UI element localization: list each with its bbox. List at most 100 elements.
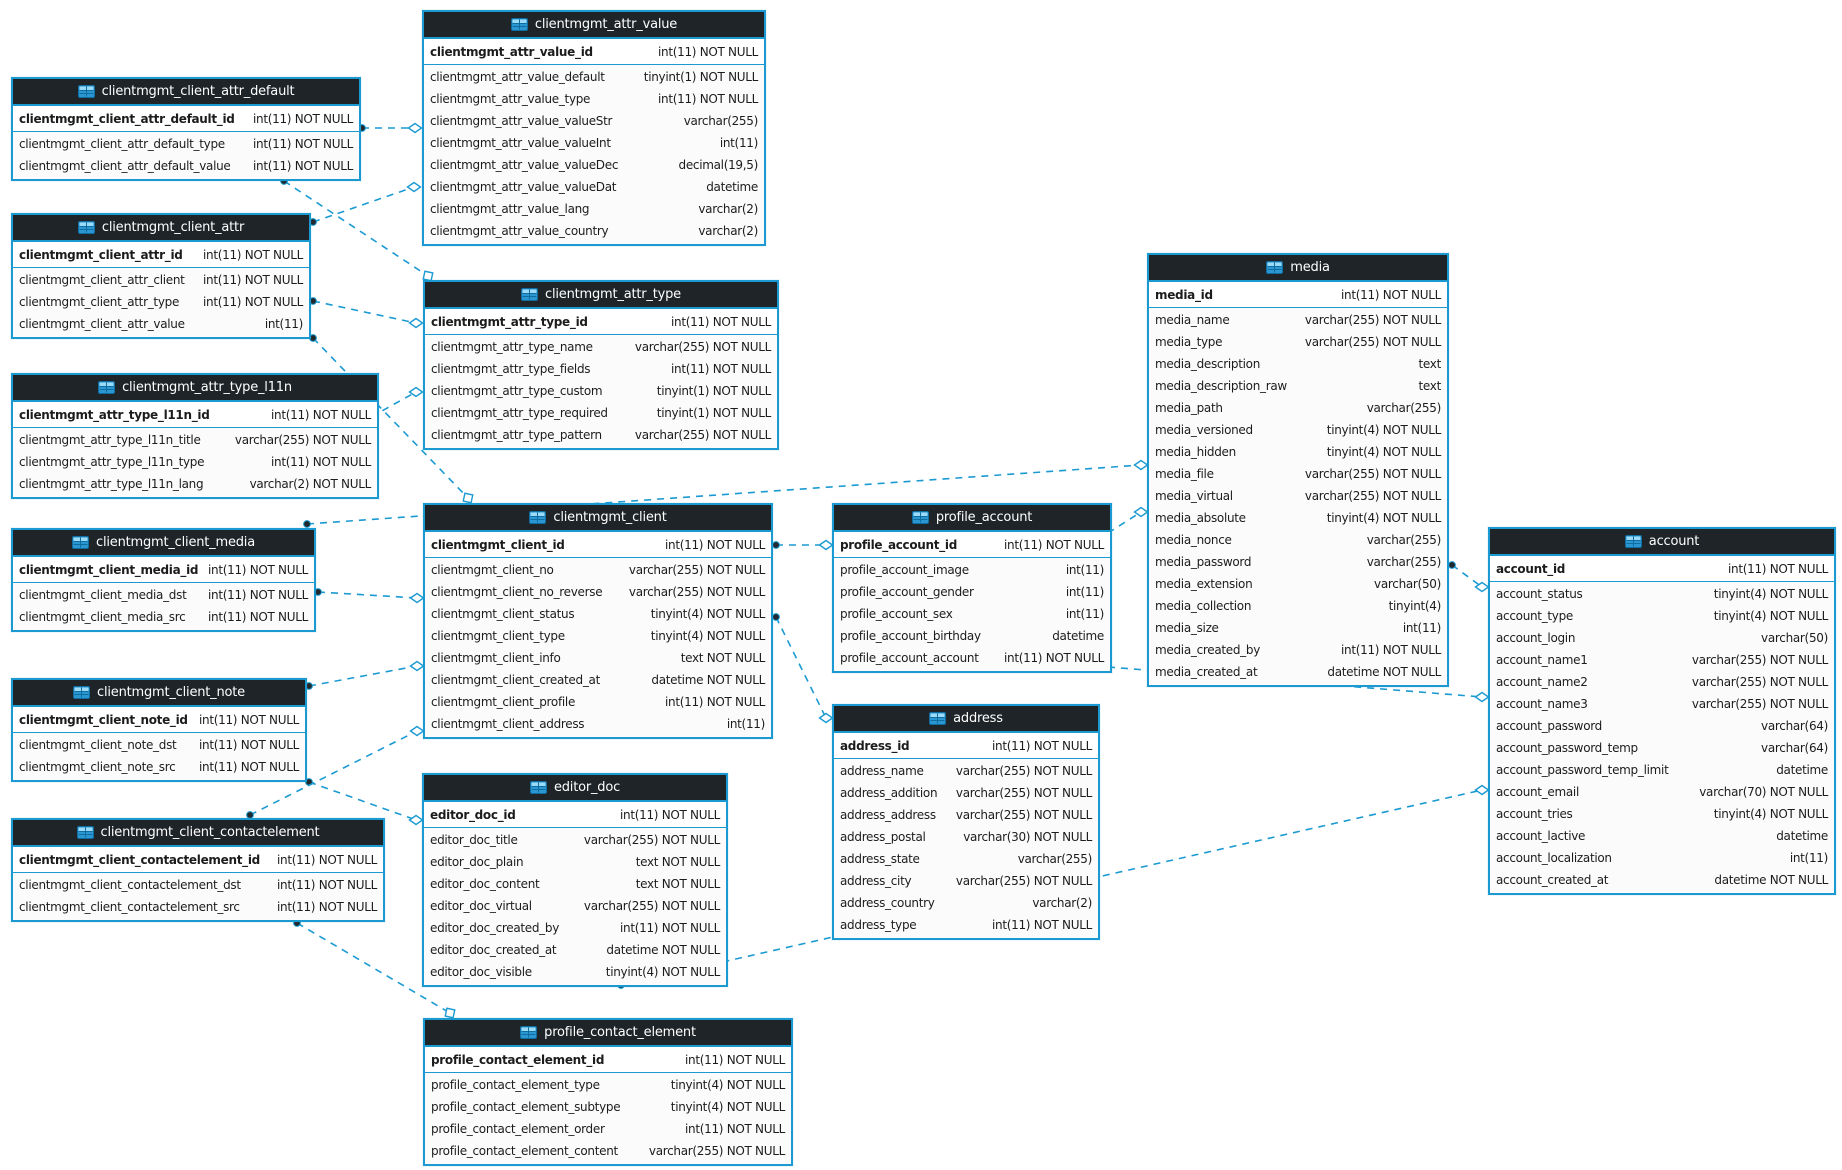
table-clientmgmt_client_contactelement[interactable]: clientmgmt_client_contactelement clientm…	[11, 818, 385, 922]
table-profile_contact_element[interactable]: profile_contact_element profile_contact_…	[423, 1018, 793, 1166]
table-header[interactable]: clientmgmt_client_note	[13, 680, 305, 707]
table-header[interactable]: address	[834, 706, 1098, 733]
table-clientmgmt_client_note[interactable]: clientmgmt_client_note clientmgmt_client…	[11, 678, 307, 782]
table-icon	[529, 781, 547, 794]
field-type: int(11) NOT NULL	[1004, 651, 1104, 665]
field-name: editor_doc_created_by	[430, 921, 559, 935]
field-name: profile_account_account	[840, 651, 979, 665]
field-name: account_password	[1496, 719, 1602, 733]
field-name: clientmgmt_client_media_src	[19, 610, 186, 624]
table-editor_doc[interactable]: editor_doc editor_doc_id int(11) NOT NUL…	[422, 773, 728, 987]
primary-key-type: int(11) NOT NULL	[620, 807, 720, 822]
relationship-square-end	[444, 1007, 456, 1019]
table-clientmgmt_attr_type[interactable]: clientmgmt_attr_type clientmgmt_attr_typ…	[423, 280, 779, 450]
primary-key-row: clientmgmt_client_attr_default_id int(11…	[13, 106, 359, 132]
table-header[interactable]: clientmgmt_attr_type_l11n	[13, 375, 377, 402]
table-media[interactable]: media media_id int(11) NOT NULL media_na…	[1147, 253, 1449, 687]
field-row: account_localization int(11)	[1490, 847, 1834, 869]
relationship-square-end	[462, 492, 474, 504]
table-header[interactable]: account	[1490, 529, 1834, 556]
table-icon	[1624, 535, 1642, 548]
table-header[interactable]: clientmgmt_client_attr_default	[13, 79, 359, 106]
field-name: profile_account_image	[840, 563, 969, 577]
table-title: media	[1290, 260, 1330, 275]
field-name: account_localization	[1496, 851, 1612, 865]
table-clientmgmt_attr_value[interactable]: clientmgmt_attr_value clientmgmt_attr_va…	[422, 10, 766, 246]
table-title: clientmgmt_client_attr_default	[101, 84, 295, 99]
table-profile_account[interactable]: profile_account profile_account_id int(1…	[832, 503, 1112, 673]
table-header[interactable]: clientmgmt_client_contactelement	[13, 820, 383, 847]
field-name: address_address	[840, 808, 936, 822]
primary-key-row: clientmgmt_client_id int(11) NOT NULL	[425, 532, 771, 558]
primary-key-type: int(11) NOT NULL	[1728, 561, 1828, 576]
table-address[interactable]: address address_id int(11) NOT NULL addr…	[832, 704, 1100, 940]
field-name: media_absolute	[1155, 511, 1246, 525]
table-title: clientmgmt_client_media	[96, 535, 255, 550]
table-clientmgmt_client_media[interactable]: clientmgmt_client_media clientmgmt_clien…	[11, 528, 316, 632]
field-name: editor_doc_created_at	[430, 943, 557, 957]
field-name: account_name2	[1496, 675, 1588, 689]
table-clientmgmt_client_attr_default[interactable]: clientmgmt_client_attr_default clientmgm…	[11, 77, 361, 181]
table-header[interactable]: media	[1149, 255, 1447, 282]
table-icon	[72, 536, 89, 549]
field-type: varchar(255) NOT NULL	[955, 786, 1092, 800]
field-name: editor_doc_visible	[430, 965, 532, 979]
primary-key-name: clientmgmt_attr_value_id	[430, 44, 593, 59]
field-name: account_password_temp	[1496, 741, 1638, 755]
field-type: int(11) NOT NULL	[671, 362, 771, 376]
field-name: clientmgmt_client_created_at	[431, 673, 600, 687]
table-clientmgmt_attr_type_l11n[interactable]: clientmgmt_attr_type_l11n clientmgmt_att…	[11, 373, 379, 499]
relationship-square-end	[422, 270, 434, 282]
field-type: tinyint(4) NOT NULL	[1713, 587, 1829, 601]
field-type: tinyint(4) NOT NULL	[605, 965, 721, 979]
table-account[interactable]: account account_id int(11) NOT NULL acco…	[1488, 527, 1836, 895]
primary-key-row: clientmgmt_attr_value_id int(11) NOT NUL…	[424, 39, 764, 65]
table-header[interactable]: clientmgmt_client_attr	[13, 215, 309, 242]
table-clientmgmt_client[interactable]: clientmgmt_client clientmgmt_client_id i…	[423, 503, 773, 739]
table-header[interactable]: clientmgmt_attr_value	[424, 12, 764, 39]
field-type: int(11)	[1789, 851, 1828, 865]
table-header[interactable]: profile_account	[834, 505, 1110, 532]
table-header[interactable]: clientmgmt_attr_type	[425, 282, 777, 309]
table-header[interactable]: profile_contact_element	[425, 1020, 791, 1047]
field-name: media_collection	[1155, 599, 1252, 613]
table-clientmgmt_client_attr[interactable]: clientmgmt_client_attr clientmgmt_client…	[11, 213, 311, 339]
table-header[interactable]: editor_doc	[424, 775, 726, 802]
field-type: varchar(255) NOT NULL	[628, 563, 765, 577]
field-type: int(11)	[1065, 563, 1104, 577]
primary-key-type: int(11) NOT NULL	[1004, 537, 1104, 552]
field-name: account_name1	[1496, 653, 1588, 667]
table-header[interactable]: clientmgmt_client	[425, 505, 771, 532]
field-name: clientmgmt_client_attr_client	[19, 273, 185, 287]
primary-key-row: profile_account_id int(11) NOT NULL	[834, 532, 1110, 558]
field-name: clientmgmt_client_no	[431, 563, 554, 577]
primary-key-row: clientmgmt_client_media_id int(11) NOT N…	[13, 557, 314, 583]
field-type: int(11)	[264, 317, 303, 331]
field-type: text NOT NULL	[635, 877, 721, 891]
field-type: int(11) NOT NULL	[208, 610, 308, 624]
table-header[interactable]: clientmgmt_client_media	[13, 530, 314, 557]
primary-key-name: clientmgmt_client_contactelement_id	[19, 852, 260, 867]
field-name: clientmgmt_client_profile	[431, 695, 576, 709]
